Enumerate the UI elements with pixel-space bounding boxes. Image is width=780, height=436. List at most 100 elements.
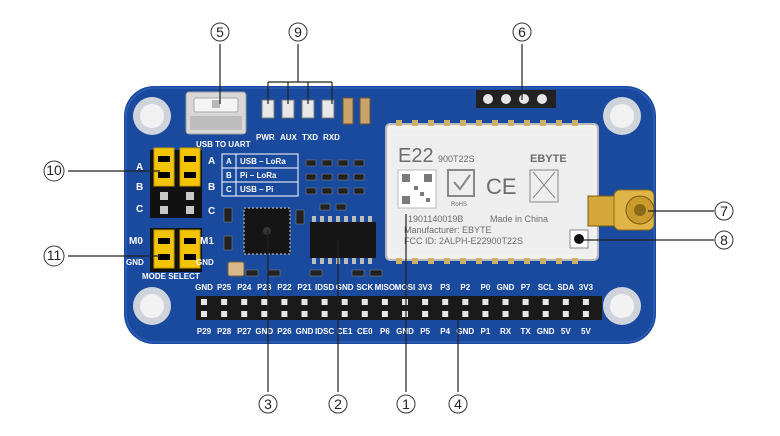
svg-text:8: 8 (720, 232, 728, 248)
gpio-pin (502, 299, 509, 305)
gpio-pin (562, 311, 569, 317)
gpio-pin (462, 311, 469, 317)
callout-3: 3 (258, 394, 278, 414)
gpio-bottom-label: RX (500, 327, 512, 336)
gpio-pin (402, 311, 408, 317)
callout-1: 1 (396, 394, 416, 414)
table-c-value: USB – Pi (240, 185, 273, 194)
usb-to-uart-label: USB TO UART (196, 140, 251, 149)
module-brand: EBYTE (530, 153, 567, 165)
sma-antenna-connector (587, 189, 655, 231)
gpio-bottom-label: GND (456, 327, 474, 336)
txd-label: TXD (302, 133, 318, 142)
gpio-top-label: GND (497, 283, 515, 292)
callout-leaders (68, 44, 714, 392)
svg-text:9: 9 (294, 24, 302, 40)
mode-table (221, 153, 299, 197)
gpio-bottom-label: 5V (581, 327, 591, 336)
gpio-top-label: P7 (521, 283, 531, 292)
gpio-pin (542, 311, 549, 317)
gpio-bottom-label: P28 (217, 327, 232, 336)
gpio-pin (442, 311, 449, 317)
callout-4: 4 (448, 394, 468, 414)
ipex-antenna-connector (569, 229, 589, 249)
gpio-bottom-label: GND (296, 327, 314, 336)
jumper-c-left-label: C (136, 204, 143, 215)
gpio-pin (361, 311, 368, 317)
gpio-pin (301, 299, 308, 305)
gpio-bottom-label: P4 (440, 327, 450, 336)
gpio-pin (341, 311, 348, 317)
gpio-pin (422, 311, 429, 317)
gpio-top-label: 3V3 (579, 283, 594, 292)
callout-2: 2 (328, 394, 348, 414)
gpio-top-label: GND (195, 283, 213, 292)
module-serial: 1901140019B (408, 214, 463, 224)
aux-label: AUX (280, 133, 298, 142)
top-pin-header (476, 90, 556, 108)
mode-select-jumpers (150, 228, 202, 272)
gpio-pin (381, 311, 388, 317)
gpio-pin (201, 311, 207, 317)
jumper-a-left-label: A (136, 162, 143, 173)
gpio-pin (321, 311, 328, 317)
usb-uart-chip (243, 207, 291, 255)
gpio-pin (281, 299, 288, 305)
gpio-bottom-label: CE1 (337, 327, 353, 336)
jumper-b-right-label: B (208, 182, 215, 193)
smd-components (223, 159, 383, 277)
gpio-bottom-label: GND (537, 327, 555, 336)
svg-text:6: 6 (518, 24, 526, 40)
gpio-pin (261, 311, 268, 317)
mode-select-label: MODE SELECT (142, 272, 200, 281)
gpio-top-label: SCL (538, 283, 554, 292)
svg-text:4: 4 (454, 396, 462, 412)
gpio-bottom-label: GND (255, 327, 273, 336)
gpio-pin (482, 311, 489, 317)
gpio-pin (261, 299, 268, 305)
mounting-holes (133, 97, 641, 325)
callout-10: 10 (43, 160, 65, 182)
svg-text:1: 1 (402, 396, 410, 412)
callout-6: 6 (512, 22, 532, 42)
gpio-pin (542, 299, 549, 305)
m0-label: M0 (129, 236, 143, 247)
gpio-top-label: P21 (297, 283, 312, 292)
gpio-pin (482, 299, 489, 305)
gpio-pin (582, 299, 589, 305)
gpio-bottom-label: TX (520, 327, 531, 336)
module-model: E22 (398, 145, 434, 167)
gpio-top-label: 3V3 (418, 283, 433, 292)
gpio-top-label: P3 (440, 283, 450, 292)
gnd-right-label: GND (196, 258, 214, 267)
level-shifter-chip (310, 216, 376, 264)
gpio-header (196, 296, 602, 320)
jumper-c-right-label: C (208, 206, 215, 217)
table-a-value: USB – LoRa (240, 157, 286, 166)
gpio-bottom-label: P29 (197, 327, 212, 336)
gpio-bottom-label: 5V (561, 327, 571, 336)
uart-select-jumpers (150, 147, 202, 218)
gpio-top-label: SCK (356, 283, 373, 292)
gpio-pin (502, 311, 509, 317)
m1-label: M1 (200, 236, 214, 247)
gpio-top-label: IDSD (315, 283, 334, 292)
gpio-pin (221, 299, 228, 305)
rxd-label: RXD (323, 133, 340, 142)
status-leds (261, 97, 371, 125)
callout-5: 5 (210, 22, 230, 42)
table-b-value: Pi – LoRa (240, 171, 277, 180)
gpio-pin (241, 299, 248, 305)
callouts: 5 9 6 10 11 7 8 3 2 1 4 (43, 22, 734, 414)
gpio-pin (582, 311, 589, 317)
gpio-top-label: P25 (217, 283, 232, 292)
lora-module (385, 120, 599, 264)
table-a-key: A (226, 157, 232, 166)
gpio-bottom-label: GND (396, 327, 414, 336)
rohs-mark: RoHS (451, 202, 467, 208)
gpio-top-label: P23 (257, 283, 272, 292)
made-in-label: Made in China (490, 214, 548, 224)
svg-text:7: 7 (720, 203, 728, 219)
